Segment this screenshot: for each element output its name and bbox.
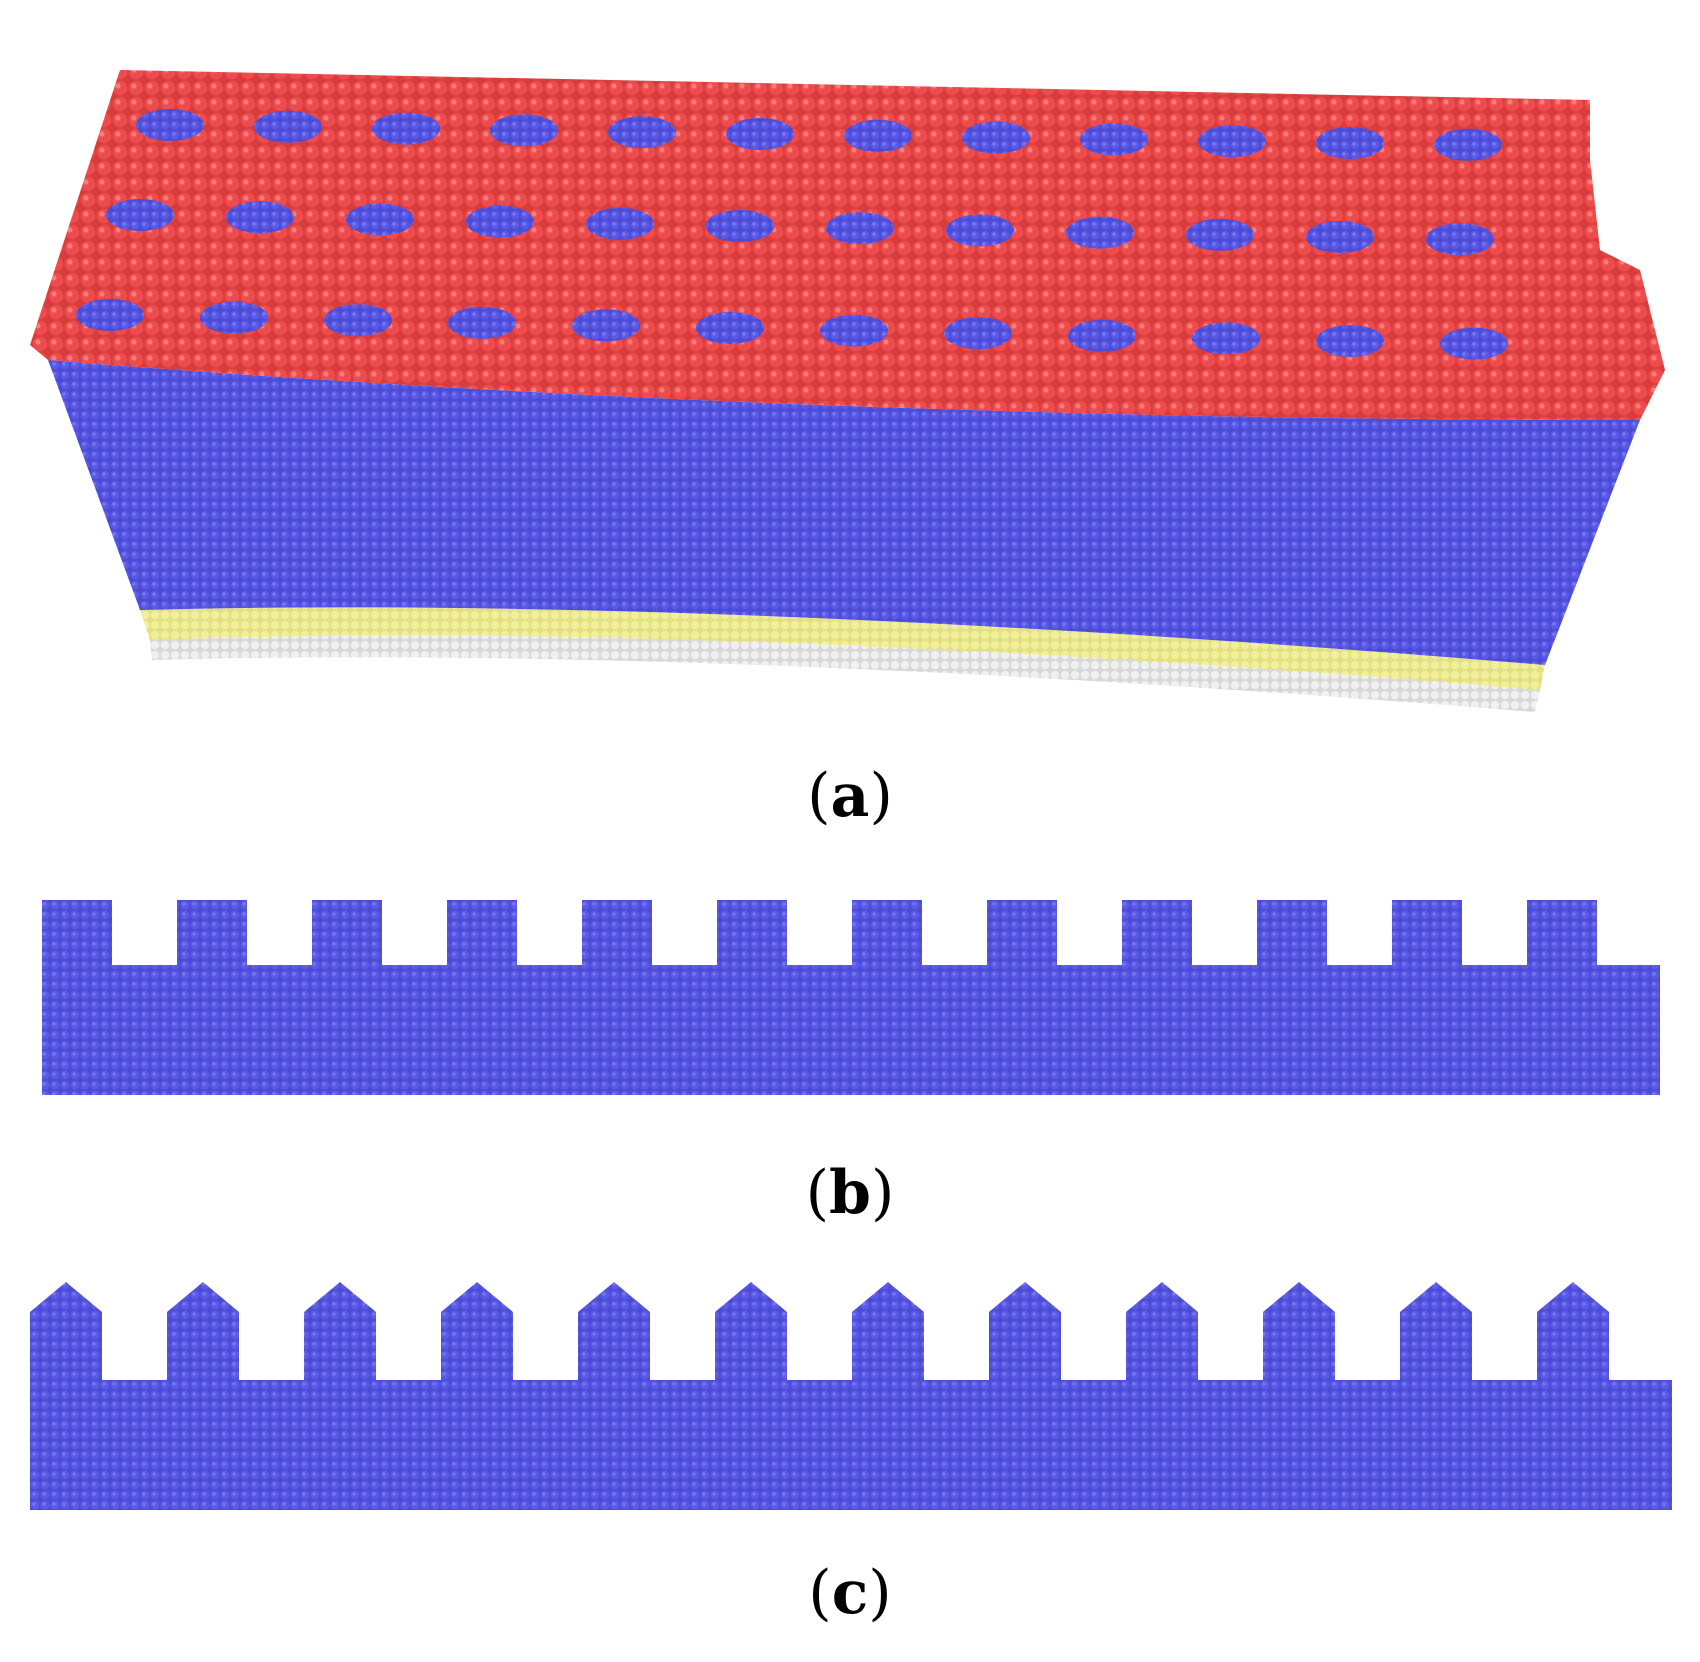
square-teeth-profile [42, 900, 1660, 1095]
hole [76, 299, 144, 331]
hole [962, 121, 1030, 154]
hole [226, 201, 294, 234]
hole [706, 210, 774, 242]
hole [1186, 218, 1254, 251]
pointed-teeth-profile [30, 1282, 1672, 1510]
panel-b-square-teeth-profile [0, 880, 1700, 1100]
hole [820, 314, 888, 347]
hole-array [76, 109, 1508, 360]
hole [1068, 319, 1136, 352]
hole [696, 312, 764, 344]
hole [106, 199, 174, 231]
hole [1066, 216, 1134, 249]
caption-b: (b) [805, 1158, 895, 1228]
hole [1434, 128, 1502, 161]
hole [1426, 223, 1494, 256]
panel-c-pointed-teeth-profile [0, 1270, 1700, 1510]
hole [726, 118, 794, 150]
panel-a-3d-model [0, 0, 1700, 760]
hole [136, 109, 204, 141]
hole [946, 214, 1014, 247]
hole [1306, 221, 1374, 253]
hole [1080, 123, 1148, 156]
hole [254, 110, 322, 143]
hole [586, 207, 654, 240]
hole [608, 116, 676, 149]
hole [1316, 127, 1384, 159]
base-layer [150, 635, 1540, 712]
pointed-teeth-svg [30, 1282, 1672, 1510]
hole [572, 309, 640, 342]
hole [200, 301, 268, 334]
hole [826, 212, 894, 245]
hole [1192, 322, 1260, 355]
hole [490, 114, 558, 147]
hole [372, 112, 440, 145]
hole [1440, 327, 1508, 360]
bulk-substrate [48, 360, 1640, 665]
hole [944, 317, 1012, 350]
caption-c: (c) [808, 1558, 892, 1628]
hole [324, 304, 392, 337]
hole [448, 306, 516, 339]
hole [1198, 125, 1266, 158]
interface-layer [140, 607, 1545, 690]
square-teeth-svg [42, 900, 1660, 1095]
3d-atomic-model-svg [30, 70, 1665, 712]
hole [1316, 325, 1384, 357]
hole [346, 203, 414, 236]
hole [466, 205, 534, 238]
hole [844, 119, 912, 152]
caption-a: (a) [807, 761, 893, 831]
